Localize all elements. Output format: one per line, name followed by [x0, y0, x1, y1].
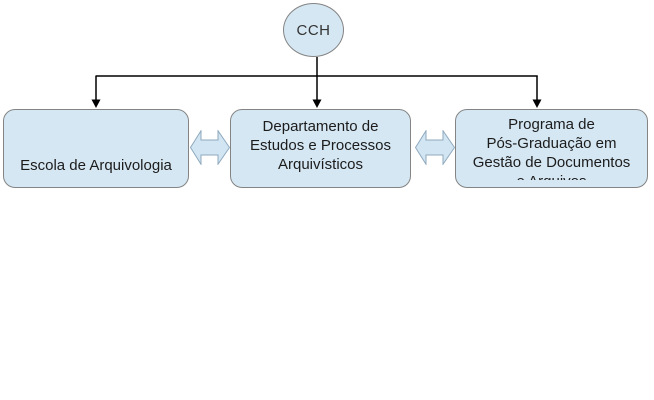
node-programa-pos-graduacao: Programa de Pós-Graduação em Gestão de D…: [455, 109, 648, 188]
double-arrow-right-icon: [415, 130, 455, 165]
node-text-line: Estudos e Processos: [250, 137, 391, 154]
double-arrow-left-icon: [190, 130, 230, 165]
node-text-line: Gestão de Documentos: [472, 154, 631, 171]
node-text: Escola de Arquivologia: [4, 110, 188, 175]
node-escola-de-arquivologia: Escola de Arquivologia: [3, 109, 189, 188]
node-text-line: Departamento de: [262, 118, 379, 135]
node-text-clipped: Programa de Pós-Graduação em Gestão de D…: [456, 110, 647, 180]
node-text: Departamento de Estudos e Processos Arqu…: [231, 110, 410, 174]
node-text-line: Arquivísticos: [277, 156, 364, 173]
node-text-line: Programa de: [508, 116, 595, 133]
node-text-line: Pós-Graduação em: [486, 135, 617, 152]
down-arrowhead-left-icon: [91, 99, 101, 108]
down-arrowhead-right-icon: [532, 99, 542, 108]
node-departamento-estudos-processos: Departamento de Estudos e Processos Arqu…: [230, 109, 411, 188]
root-node-cch: CCH: [283, 3, 344, 57]
node-text-line: Escola de Arquivologia: [20, 157, 172, 174]
node-text-line-clipped: e Arquivos: [456, 172, 647, 180]
root-node-label: CCH: [296, 21, 331, 39]
down-arrowhead-middle-icon: [312, 99, 322, 108]
